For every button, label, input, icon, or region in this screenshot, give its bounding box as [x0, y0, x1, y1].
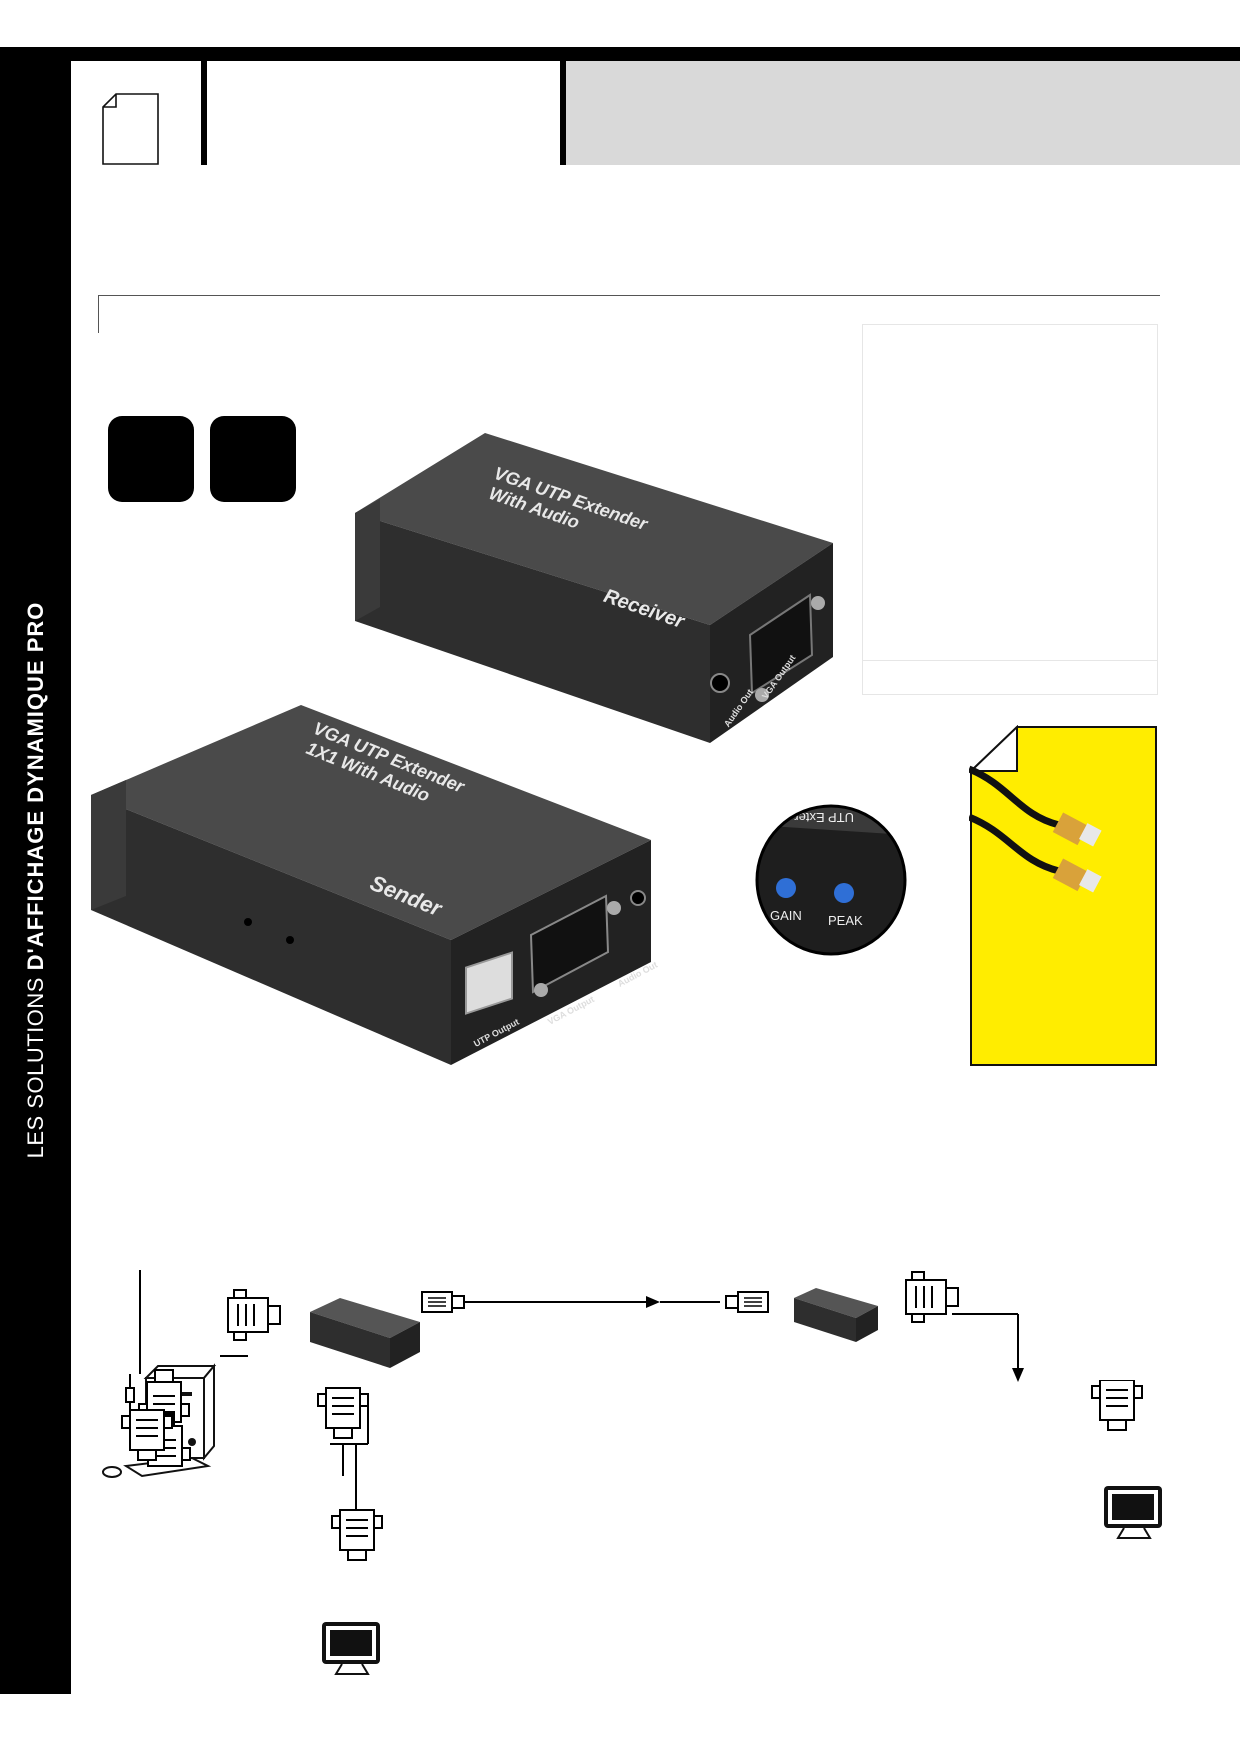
vga-plug-local-monitor-icon [331, 1509, 383, 1561]
rj45-in-icon [725, 1291, 769, 1313]
spec-box-divider [862, 660, 1158, 661]
header-grey-band [566, 61, 1240, 165]
document-icon [102, 93, 159, 165]
header-separator-left [201, 61, 207, 165]
zoom-peak-label: PEAK [828, 913, 863, 928]
rj45-cable-1 [969, 765, 1102, 847]
vga-plug-remote-monitor-icon [1091, 1380, 1143, 1431]
spec-box [862, 324, 1158, 695]
sidebar-title-bold: D'AFFICHAGE DYNAMIQUE PRO [23, 601, 48, 971]
vga-plug-pc-icon [121, 1409, 173, 1461]
section-divider-tick [98, 295, 99, 333]
sidebar-title-normal: LES SOLUTIONS [23, 970, 48, 1159]
vga-plug-out-icon [905, 1271, 959, 1323]
receiver-device-photo: VGA UTP Extender With Audio Receiver VGA… [350, 425, 840, 750]
sidebar [0, 47, 71, 1694]
sender-device-photo: VGA UTP Extender 1X1 With Audio Sender U… [86, 700, 666, 1070]
diagram-top-row [220, 1271, 1024, 1382]
sender-mini-photo [310, 1298, 420, 1368]
badge-black-1 [108, 416, 194, 502]
top-bar [0, 47, 1240, 61]
zoom-header-text: UTP Exter [794, 810, 854, 825]
vga-plug-local-out-icon [317, 1387, 369, 1439]
receiver-mini-photo [794, 1288, 878, 1342]
cable-panel [969, 725, 1157, 1066]
badge-black-2 [210, 416, 296, 502]
sidebar-title: LES SOLUTIONS D'AFFICHAGE DYNAMIQUE PRO [23, 602, 49, 1159]
header-separator-right [560, 61, 566, 165]
section-divider [98, 295, 1160, 296]
zoom-gain-label: GAIN [770, 908, 802, 923]
vga-plug-in-icon [227, 1289, 281, 1341]
rj45-out-icon [421, 1291, 465, 1313]
diagram-middle-row [121, 1380, 1143, 1561]
gain-peak-zoom: UTP Exter GAIN PEAK [755, 804, 907, 956]
rj45-cable-2 [969, 813, 1102, 893]
